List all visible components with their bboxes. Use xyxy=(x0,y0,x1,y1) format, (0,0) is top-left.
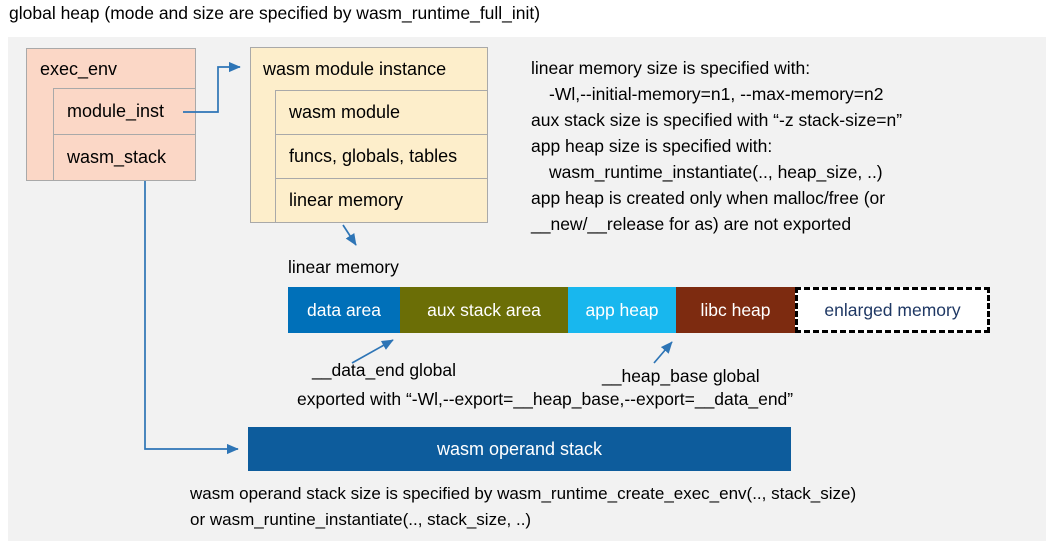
enlarged-memory-segment: enlarged memory xyxy=(795,287,990,333)
note-line: app heap is created only when malloc/fre… xyxy=(531,188,886,208)
linear-memory-box: linear memory xyxy=(275,178,488,223)
exported-flags-label: exported with “-Wl,--export=__heap_base,… xyxy=(297,389,794,409)
diagram-title: global heap (mode and size are specified… xyxy=(9,3,541,23)
operand-stack-notes: wasm operand stack size is specified by … xyxy=(190,481,856,532)
note-line: -Wl,--initial-memory=n1, --max-memory=n2 xyxy=(549,84,884,104)
memory-size-notes: linear memory size is specified with: -W… xyxy=(531,55,902,237)
linear-memory-bar: data area aux stack area app heap libc h… xyxy=(288,287,990,333)
wasm-operand-stack-bar: wasm operand stack xyxy=(248,427,791,471)
heap-base-global-label: __heap_base global xyxy=(602,366,760,386)
note-line: app heap size is specified with: xyxy=(531,136,773,156)
app-heap-segment: app heap xyxy=(568,287,676,333)
note-line: wasm_runtime_instantiate(.., heap_size, … xyxy=(549,162,883,182)
note-line: wasm operand stack size is specified by … xyxy=(190,484,857,503)
linear-memory-label: linear memory xyxy=(288,257,399,277)
note-line: linear memory size is specified with: xyxy=(531,58,811,78)
note-line: __new/__release for as) are not exported xyxy=(531,214,852,234)
data-end-global-label: __data_end global xyxy=(312,360,457,380)
libc-heap-segment: libc heap xyxy=(676,287,795,333)
note-line: aux stack size is specified with “-z sta… xyxy=(531,110,903,130)
exec-env-label: exec_env xyxy=(40,58,118,79)
aux-stack-area-segment: aux stack area xyxy=(400,287,568,333)
funcs-globals-tables-box: funcs, globals, tables xyxy=(275,134,488,179)
module-inst-box: module_inst xyxy=(53,88,196,135)
module-instance-label: wasm module instance xyxy=(263,59,447,79)
data-area-segment: data area xyxy=(288,287,400,333)
wasm-stack-box: wasm_stack xyxy=(53,134,196,181)
wasm-module-box: wasm module xyxy=(275,90,488,135)
note-line: or wasm_runtine_instantiate(.., stack_si… xyxy=(190,509,532,529)
